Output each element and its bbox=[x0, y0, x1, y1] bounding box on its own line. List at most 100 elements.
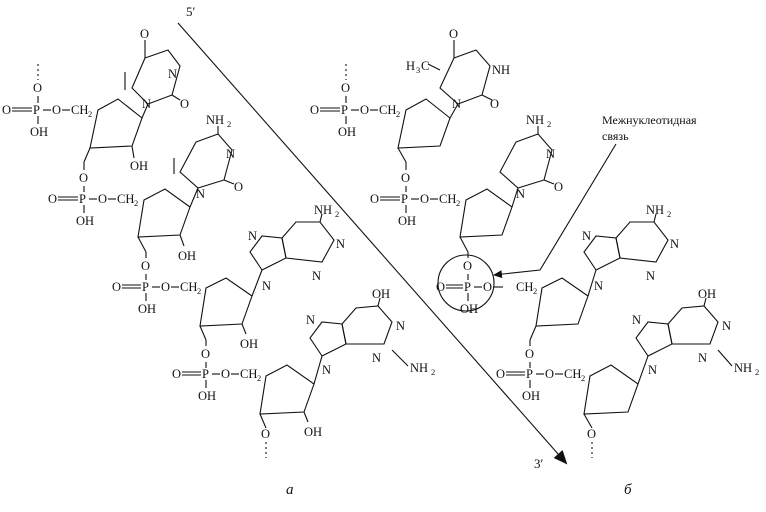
subscript: 2 bbox=[755, 367, 759, 377]
atom-oh: OH bbox=[522, 389, 540, 403]
atom-o: O bbox=[48, 192, 57, 206]
atom-p: P bbox=[464, 280, 471, 294]
internucleotide-bond-circle bbox=[437, 254, 495, 312]
atom-n: N bbox=[196, 187, 205, 201]
atom-o: O bbox=[401, 171, 410, 185]
phosphate-group-b2: O P O OH CH 2 bbox=[370, 192, 460, 228]
bond bbox=[583, 413, 593, 429]
atom-n: N bbox=[648, 363, 657, 377]
cytosine-base-b: N N NH 2 O bbox=[499, 113, 563, 208]
bond bbox=[137, 236, 147, 253]
phosphate-group-b4: O P O OH CH 2 bbox=[496, 367, 585, 403]
atom-o: O bbox=[341, 81, 350, 95]
phosphate-group-b3: O P O OH CH 2 bbox=[436, 280, 537, 316]
bond bbox=[131, 145, 135, 159]
atom-ch2: CH bbox=[240, 367, 257, 381]
atom-n: N bbox=[698, 351, 707, 365]
atom-n: N bbox=[582, 229, 591, 243]
atom-nh: NH bbox=[492, 63, 510, 77]
atom-n: N bbox=[312, 269, 321, 283]
atom-o: O bbox=[79, 171, 88, 185]
deoxyribose-ring-b1 bbox=[397, 98, 451, 163]
atom-n: N bbox=[306, 313, 315, 327]
bond bbox=[427, 63, 441, 71]
bond bbox=[171, 94, 181, 101]
atom-p: P bbox=[202, 367, 209, 381]
atom-n: N bbox=[262, 279, 271, 293]
atom-o: O bbox=[587, 427, 596, 441]
atom-o: O bbox=[112, 280, 121, 294]
uracil-base: N N O O bbox=[124, 27, 189, 119]
ring-outline bbox=[459, 188, 513, 238]
atom-o: O bbox=[370, 192, 379, 206]
atom-n: N bbox=[372, 351, 381, 365]
atom-n: N bbox=[396, 319, 405, 333]
ring-outline bbox=[137, 188, 191, 238]
atom-o: O bbox=[172, 367, 181, 381]
atom-o: O bbox=[496, 367, 505, 381]
atom-o: O bbox=[554, 180, 563, 194]
bond bbox=[511, 187, 519, 208]
atom-n: N bbox=[722, 319, 731, 333]
atom-ch2: CH bbox=[180, 280, 197, 294]
ring-outline bbox=[667, 305, 719, 345]
atom-o: O bbox=[436, 280, 445, 294]
ring-outline bbox=[249, 235, 287, 271]
atom-o: O bbox=[463, 259, 472, 273]
annotation-pointer-arrow bbox=[493, 143, 617, 279]
atom-oh: OH bbox=[178, 249, 196, 263]
ring-outline bbox=[89, 98, 143, 149]
atom-oh: OH bbox=[304, 425, 322, 439]
panel-a-caption: а bbox=[286, 482, 294, 498]
atom-n: N bbox=[142, 97, 151, 111]
atom-n: N bbox=[546, 147, 555, 161]
bond bbox=[391, 349, 409, 367]
panel-b-dna: O O P O OH CH 2 N NH O bbox=[310, 27, 759, 498]
bond bbox=[83, 147, 91, 163]
atom-o: O bbox=[310, 103, 319, 117]
subscript: 2 bbox=[88, 109, 92, 119]
atom-o: O bbox=[33, 81, 42, 95]
label-5-prime: 5′ bbox=[186, 4, 196, 19]
atom-nh2: NH bbox=[734, 361, 752, 375]
atom-o: O bbox=[221, 367, 230, 381]
bond bbox=[223, 179, 235, 185]
bond bbox=[703, 297, 707, 307]
subscript: 2 bbox=[547, 119, 551, 129]
atom-p: P bbox=[401, 192, 408, 206]
ribose-ring-a3: OH bbox=[199, 277, 258, 351]
deoxyribose-ring-b3 bbox=[529, 277, 589, 341]
atom-ch2: CH bbox=[564, 367, 581, 381]
atom-o: O bbox=[525, 347, 534, 361]
subscript: 3 bbox=[416, 65, 420, 75]
bond bbox=[141, 103, 149, 119]
ribose-ring-a1: OH bbox=[83, 98, 148, 173]
subscript: 2 bbox=[227, 119, 231, 129]
deoxyribose-ring-b2 bbox=[459, 188, 513, 253]
guanine-base-a: N N N N OH NH 2 bbox=[306, 287, 435, 385]
bond-annotation-line2: связь bbox=[602, 129, 629, 143]
ring-outline bbox=[439, 49, 491, 105]
bond bbox=[319, 213, 323, 223]
atom-n: N bbox=[452, 97, 461, 111]
bond bbox=[179, 234, 185, 247]
atom-n: N bbox=[322, 363, 331, 377]
atom-oh: OH bbox=[198, 389, 216, 403]
ribose-ring-a4: OH O bbox=[259, 364, 322, 458]
atom-o: O bbox=[483, 280, 492, 294]
atom-oh: OH bbox=[130, 159, 148, 173]
bond bbox=[653, 213, 657, 223]
atom-oh: OH bbox=[240, 337, 258, 351]
subscript: 2 bbox=[581, 373, 585, 383]
guanine-base-b: N N N N OH NH 2 bbox=[632, 287, 759, 385]
subscript: 2 bbox=[667, 209, 671, 219]
subscript: 2 bbox=[533, 286, 537, 296]
subscript: 2 bbox=[431, 367, 435, 377]
atom-p: P bbox=[79, 192, 86, 206]
bond bbox=[529, 325, 537, 341]
bond bbox=[397, 147, 407, 163]
atom-nh2: NH bbox=[526, 113, 544, 127]
adenine-base-b: N N N N NH 2 bbox=[582, 203, 679, 297]
atom-ch2: CH bbox=[439, 192, 456, 206]
